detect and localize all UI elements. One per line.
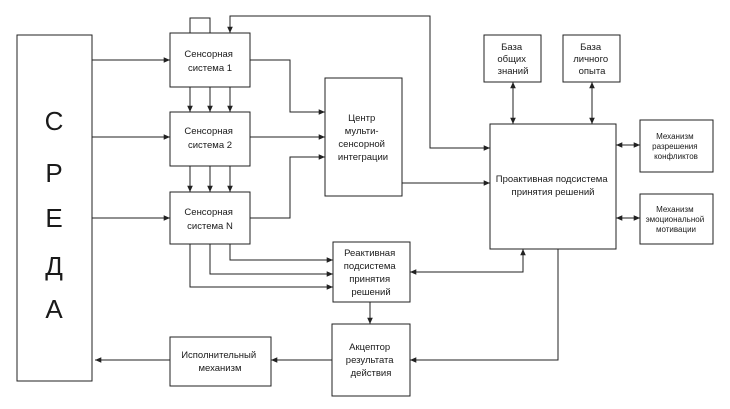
conflict-resolution-label: разрешения — [652, 142, 697, 151]
reactive-subsystem-label: подсистема — [344, 261, 397, 272]
personal-experience-base-label: опыта — [579, 66, 607, 77]
reactive-subsystem-block: Реактивная подсистема принятия решений — [332, 241, 411, 303]
action-acceptor-block: Акцептор результата действия — [331, 323, 411, 397]
integration-center-block: Центр мульти- сенсорной интеграции — [324, 77, 403, 197]
svg-text:Механизм разрешения: Механизм разрешения конфликтов — [652, 132, 700, 161]
environment-letter: Д — [45, 251, 63, 281]
integration-center-label: сенсорной — [338, 139, 385, 150]
svg-text:Исполнительный механизм: Исполнительный механизм — [181, 350, 259, 374]
emotional-motivation-block: Механизм эмоциональной мотивации — [639, 193, 714, 245]
svg-text:Акцептор результата: Акцептор результата действия — [346, 342, 396, 379]
proactive-subsystem-label: принятия решений — [512, 187, 595, 198]
sensory-system-n-block: Сенсорная система N — [169, 191, 251, 245]
sensory-system-1-label: Сенсорная — [184, 49, 233, 60]
environment-letter: А — [45, 294, 63, 324]
executor-block: Исполнительный механизм — [169, 336, 272, 387]
environment-letter: Е — [45, 203, 62, 233]
connections — [92, 15, 640, 363]
general-knowledge-base-label: База — [501, 42, 523, 53]
reactive-subsystem-label: принятия — [349, 274, 390, 285]
action-acceptor-label: результата — [346, 355, 394, 366]
svg-text:Сенсорная система N: Сенсорная система N — [184, 207, 235, 232]
integration-center-label: мульти- — [345, 126, 379, 137]
arrow-sn-to-reactive-2 — [209, 244, 333, 277]
emotional-motivation-label: эмоциональной — [646, 215, 705, 224]
general-knowledge-base-label: знаний — [498, 66, 529, 77]
sensory-system-n-label: система N — [187, 221, 233, 232]
emotional-motivation-label: Механизм — [656, 205, 693, 214]
loop-top-sensory-1 — [189, 17, 211, 33]
arrow-sn-to-reactive-1 — [229, 244, 333, 263]
personal-experience-base-block: База личного опыта — [562, 34, 621, 83]
conflict-resolution-label: Механизм — [656, 132, 693, 141]
proactive-subsystem-block: Проактивная подсистема принятия решений — [489, 123, 617, 250]
svg-text:Механизм эмоциональной: Механизм эмоциональной мотивации — [646, 205, 707, 234]
sensory-system-n-label: Сенсорная — [184, 207, 233, 218]
action-acceptor-label: действия — [351, 368, 392, 379]
action-acceptor-label: Акцептор — [349, 342, 390, 353]
svg-text:База общих знаний: База общих знаний — [497, 42, 528, 77]
arrow-proactive-to-acceptor — [410, 249, 559, 363]
sensory-system-2-block: Сенсорная система 2 — [169, 111, 251, 167]
executor-label: Исполнительный — [181, 350, 256, 361]
svg-text:Центр мульти- сенс: Центр мульти- сенсорной интеграции — [338, 113, 388, 163]
executor-label: механизм — [199, 363, 242, 374]
reactive-subsystem-label: решений — [351, 287, 390, 298]
environment-letter: Р — [45, 158, 62, 188]
arrow-sn-to-integration — [250, 154, 325, 219]
personal-experience-base-label: личного — [573, 54, 608, 65]
line-top-to-proactive — [229, 15, 490, 151]
svg-text:Проактивная подсистема п: Проактивная подсистема принятия решений — [496, 174, 611, 198]
svg-text:Сенсорная система 1: Сенсорная система 1 — [184, 49, 235, 74]
conflict-resolution-label: конфликтов — [654, 152, 698, 161]
svg-text:Реактивная подсистема: Реактивная подсистема принятия решений — [344, 248, 399, 298]
arrow-s1-to-integration — [250, 59, 325, 115]
svg-text:База личного опыта: База личного опыта — [573, 42, 611, 77]
arrow-reactive-proactive — [410, 249, 526, 275]
emotional-motivation-label: мотивации — [656, 225, 696, 234]
general-knowledge-base-label: общих — [497, 54, 526, 65]
environment-letter: С — [45, 106, 64, 136]
conflict-resolution-block: Механизм разрешения конфликтов — [639, 119, 714, 173]
integration-center-label: интеграции — [338, 152, 388, 163]
integration-center-label: Центр — [348, 113, 375, 124]
sensory-system-1-block: Сенсорная система 1 — [169, 32, 251, 88]
arrow-sn-to-reactive-3 — [189, 244, 333, 290]
personal-experience-base-label: База — [580, 42, 602, 53]
reactive-subsystem-label: Реактивная — [344, 248, 395, 259]
sensory-system-2-label: Сенсорная — [184, 126, 233, 137]
sensory-system-2-label: система 2 — [188, 140, 232, 151]
svg-text:Сенсорная система 2: Сенсорная система 2 — [184, 126, 235, 151]
general-knowledge-base-block: База общих знаний — [483, 34, 542, 83]
proactive-subsystem-label: Проактивная подсистема — [496, 174, 609, 185]
sensory-system-1-label: система 1 — [188, 63, 232, 74]
environment-block: С Р Е Д А — [16, 34, 93, 382]
